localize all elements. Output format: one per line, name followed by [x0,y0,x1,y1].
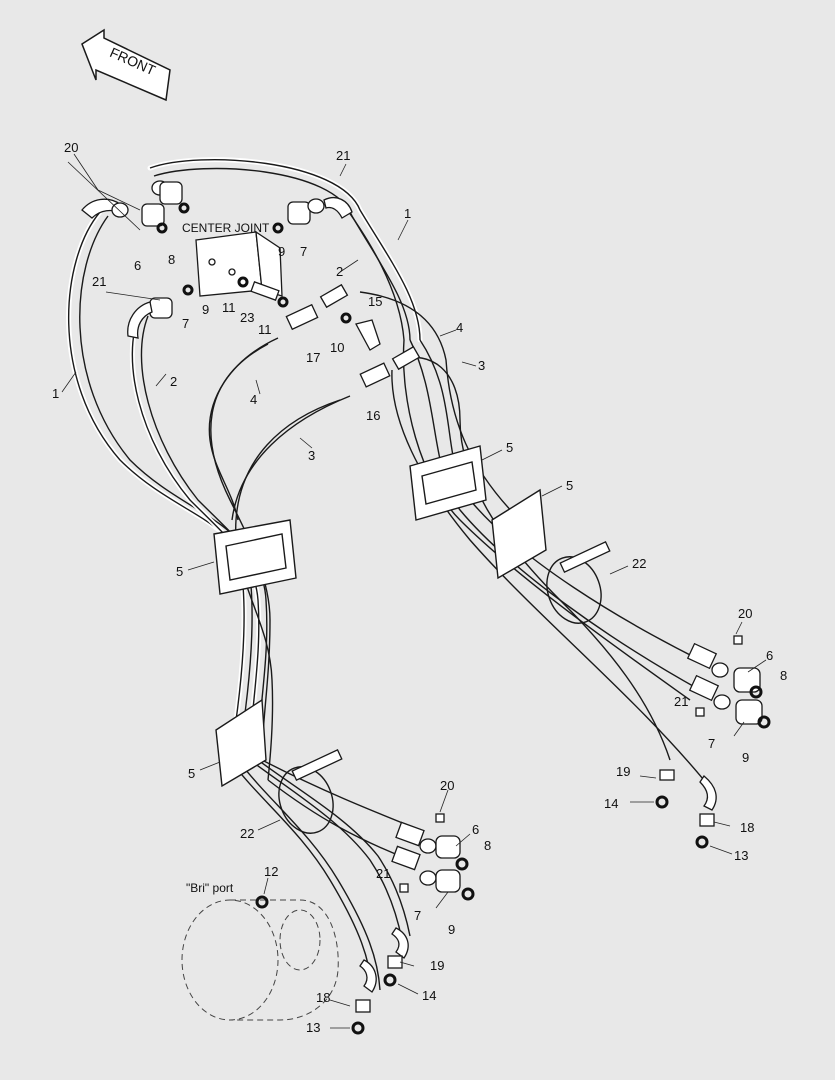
callout-2-top: 2 [336,264,343,279]
callout-4-right: 4 [456,320,463,335]
callout-9-right: 9 [742,750,749,765]
top-right-flanges [272,197,353,234]
leader-lines [61,153,767,1029]
callout-10: 10 [330,340,344,355]
callout-9-left: 9 [202,302,209,317]
callout-18-right: 18 [740,820,754,835]
band-clamp-left [278,749,343,834]
callout-20-top: 20 [64,140,78,155]
callout-7-left: 7 [182,316,189,331]
callout-20-right: 20 [738,606,752,621]
clamp-left-upper [213,519,297,595]
callout-11-b: 11 [258,322,272,337]
callout-22-left: 22 [240,826,254,841]
callout-1-top: 1 [404,206,411,221]
hoses-3-4 [208,337,351,521]
callout-22-right: 22 [632,556,646,571]
callout-19-lower: 19 [430,958,444,973]
callout-7-right: 7 [708,736,715,751]
callout-19-right: 19 [616,764,630,779]
callout-1-left: 1 [52,386,59,401]
band-clamp-right [546,541,611,624]
callout-15: 15 [368,294,382,309]
callout-9-top-right: 9 [278,244,285,259]
callout-7-top-right: 7 [300,244,307,259]
callout-23: 23 [240,310,254,325]
callout-6-top: 6 [134,258,141,273]
callout-21-top: 21 [336,148,350,163]
clamp-right-middle [491,488,547,580]
callout-5-left-lower: 5 [188,766,195,781]
callout-6-right: 6 [766,648,773,663]
clamp-right-upper [409,445,487,521]
callout-2-left: 2 [170,374,177,389]
callout-6-lower: 6 [472,822,479,837]
callout-21-right: 21 [674,694,688,709]
callout-11-a: 11 [222,300,236,315]
callout-18-lower: 18 [316,990,330,1005]
center-joint-block: CENTER JOINT [182,221,283,297]
clamp-left-lower [215,698,267,788]
callout-3-left: 3 [308,448,315,463]
lower-end-fittings [351,813,475,1035]
callout-4-left: 4 [250,392,257,407]
callout-5-right-middle: 5 [566,478,573,493]
callout-9-lower: 9 [448,922,455,937]
callout-8-right: 8 [780,668,787,683]
front-arrow: FRONT [81,28,171,102]
callout-5-right-upper: 5 [506,440,513,455]
right-end-fittings [655,635,771,849]
callout-14-lower: 14 [422,988,436,1003]
callout-21-lower: 21 [376,866,390,881]
callout-13-right: 13 [734,848,748,863]
top-left-flanges [81,180,194,339]
callout-17: 17 [306,350,320,365]
callout-12: 12 [264,864,278,879]
callout-21-left: 21 [92,274,106,289]
callout-7-lower: 7 [414,908,421,923]
center-fittings [237,276,421,388]
callout-5-left-upper: 5 [176,564,183,579]
callout-14-right: 14 [604,796,618,811]
callout-3-right: 3 [478,358,485,373]
callout-16: 16 [366,408,380,423]
bri-port-label: "Bri" port [186,881,234,895]
bri-port-motor: "Bri" port [181,881,339,1021]
callout-13-lower: 13 [306,1020,320,1035]
callout-labels: 20 21 1 2 6 8 9 7 21 9 7 11 23 11 17 15 … [52,140,787,1035]
callout-20-lower: 20 [440,778,454,793]
callout-8-top: 8 [168,252,175,267]
callout-8-lower: 8 [484,838,491,853]
center-joint-label: CENTER JOINT [182,221,270,235]
